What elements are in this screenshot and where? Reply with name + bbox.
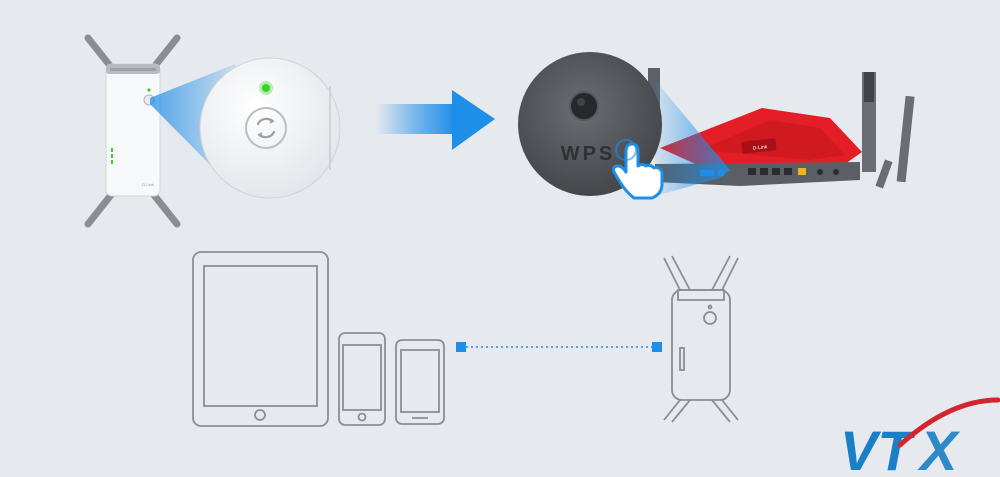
hand-pointer-icon <box>612 139 664 200</box>
tablet-screen <box>203 265 318 407</box>
antenna <box>896 95 915 183</box>
router-brand: D-Link <box>753 144 768 152</box>
wps-icon <box>703 311 717 325</box>
tablet <box>192 251 329 427</box>
led-green <box>147 88 151 92</box>
phone <box>395 339 445 425</box>
wps-icon <box>245 107 287 149</box>
wps-button <box>569 91 599 121</box>
devices <box>192 251 445 427</box>
tablet-home-button <box>254 409 266 421</box>
extender-outline <box>663 255 739 423</box>
wps-label: WPS <box>561 143 616 165</box>
extender-body <box>671 289 731 401</box>
extender-body <box>105 63 161 197</box>
dotted-connection-icon <box>456 342 662 352</box>
zoom-beam <box>655 80 730 196</box>
vtx-logo: VT X <box>840 397 1000 477</box>
logo-vt: VT <box>840 419 916 477</box>
extender-top: D-Link <box>84 34 341 228</box>
router: D-Link WPS <box>518 52 915 200</box>
led-green-zoom <box>262 84 270 92</box>
extender-brand: D-Link <box>142 182 154 187</box>
phone <box>338 332 386 426</box>
arrow-right-icon <box>375 90 495 150</box>
zoom-disc <box>199 57 341 199</box>
